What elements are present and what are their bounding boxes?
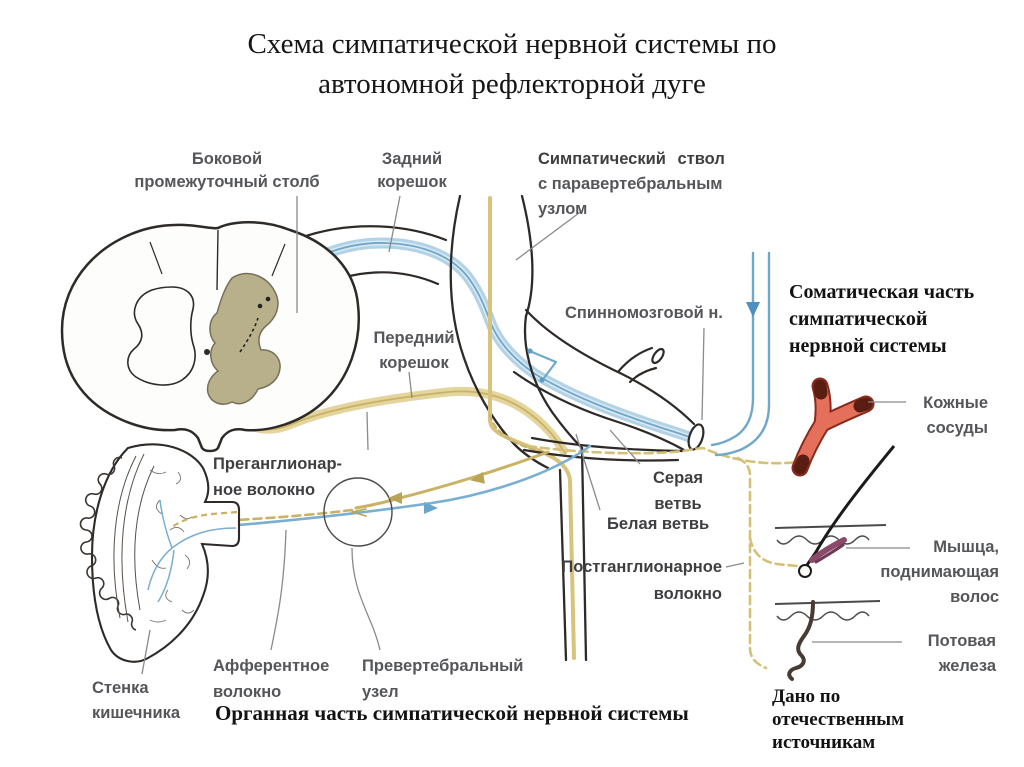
label-prevertebral-ganglion: Превертебральный узел: [362, 657, 524, 701]
spinal-cord-cross-section: [60, 221, 360, 453]
somatic-arrow-down-icon: [746, 302, 760, 317]
label-dorsal-root: Задний корешок: [377, 150, 447, 191]
leader-lines: [141, 195, 910, 675]
label-sympathetic-trunk: Симпатический ствол с паравертебральным …: [538, 150, 725, 218]
label-postganglionic-fiber: Постганглионарное волокно: [561, 558, 722, 603]
efferent-arrow-left2-icon: [470, 471, 485, 484]
skin-blood-vessel: [791, 377, 875, 477]
branch-cut-end: [651, 347, 665, 365]
gray-matter-left-horn: [127, 286, 196, 386]
leader-spinal-nerve: [701, 327, 705, 421]
leader-sympathetic-trunk: [515, 209, 584, 261]
prevertebral-ganglion-circle: [323, 477, 393, 547]
leader-gray-ramus: [609, 429, 641, 465]
leader-prevertebral: [351, 547, 381, 651]
flow-arrows: [388, 471, 485, 514]
leader-white-ramus: [575, 433, 601, 511]
central-canal: [204, 349, 210, 355]
label-spinal-nerve: Спинномозговой н.: [565, 304, 723, 322]
gray-ramus: [522, 436, 684, 462]
trunk-descending-left-edge: [558, 468, 568, 662]
leader-afferent: [270, 529, 287, 651]
annotation-somatic-part: Соматическая часть симпатической нервной…: [789, 281, 975, 357]
blue-fork: [530, 350, 558, 380]
label-intestine-wall: Стенка кишечника: [92, 679, 181, 722]
paravertebral-ganglion-spindle: [449, 194, 550, 470]
label-ventral-root: Передний корешок: [373, 329, 455, 372]
sweat-gland-coil: [787, 600, 815, 681]
title-line-1: Схема симпатической нервной системы по: [247, 28, 777, 60]
label-afferent-fiber: Афферентное волокно: [213, 657, 330, 701]
label-preganglionic-fiber: Преганглионар- ное волокно: [213, 455, 343, 499]
page-title: Схема симпатической нервной системы по а…: [0, 24, 1024, 104]
hair-follicle: [798, 564, 812, 578]
label-white-ramus: Белая ветвь: [607, 515, 710, 533]
wall-layer-lines: [113, 453, 155, 623]
annotation-source-note: Дано по отечественным источникам: [772, 686, 905, 753]
leader-preganglionic: [366, 411, 369, 451]
wall-texture: [149, 469, 195, 623]
intestinal-wall: [79, 443, 241, 663]
annotation-organ-part: Органная часть симпатической нервной сис…: [215, 701, 689, 725]
label-lateral-column: Боковой промежуточный столб: [134, 150, 320, 191]
preganglionic-solid-yellow: [354, 450, 550, 510]
label-sweat-gland: Потовая железа: [927, 632, 996, 675]
label-gray-ramus: Серая ветвь: [653, 469, 703, 513]
intramural-nerve-branches: [147, 499, 237, 603]
leader-postganglionic: [725, 562, 745, 568]
leader-dorsal-root: [388, 195, 401, 253]
afferent-blue-line: [212, 444, 592, 529]
intercalated-neuron-dashed: [239, 317, 259, 353]
trunk-descending-right-edge: [580, 446, 588, 662]
leader-intestine-wall: [141, 629, 151, 675]
posterior-median-sulcus: [216, 229, 219, 291]
postganglionic-dashed-path: [526, 444, 799, 670]
spinal-nerve: [616, 346, 705, 451]
skin-surface-2: [774, 600, 881, 621]
title-line-2: автономной рефлекторной дуге: [318, 68, 706, 100]
somatic-nerve-loop: [527, 251, 771, 457]
efferent-arrow-left-icon: [388, 492, 402, 504]
arrector-pili-muscle: [809, 537, 847, 564]
label-skin-vessels: Кожные сосуды: [923, 394, 988, 437]
spinal-nerve-branch-fork: [616, 346, 658, 384]
leader-ventral-root: [408, 371, 413, 399]
label-arrector-pili: Мышца, поднимающая волос: [880, 538, 999, 606]
afferent-arrow-right-icon: [424, 502, 438, 514]
